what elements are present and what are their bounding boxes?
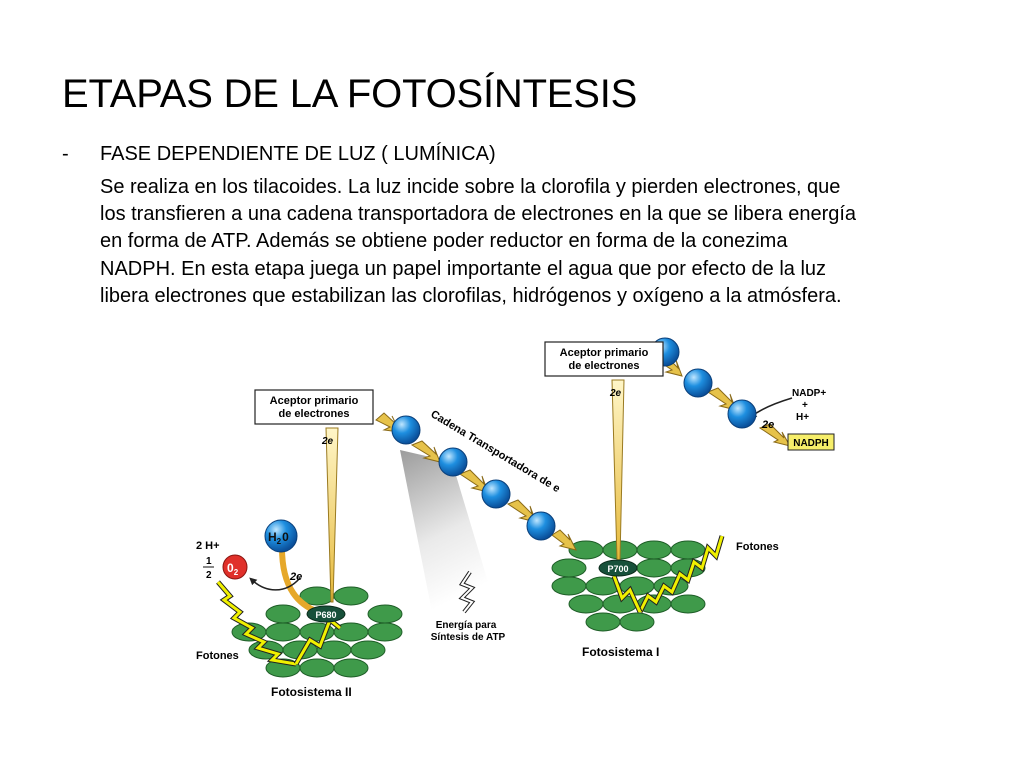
water-sub: 2	[277, 537, 282, 546]
p700-label: P700	[607, 564, 628, 574]
photon-zigzag-right-b-inner	[612, 575, 642, 613]
water-molecule	[264, 519, 298, 553]
acceptor-ii-line2: de electrones	[279, 408, 350, 420]
acceptor-box-i	[544, 341, 664, 377]
photosystem-i-membrane	[551, 540, 706, 632]
two-e-beam-ii: 2e	[321, 436, 334, 447]
slide-subtitle: FASE DEPENDIENTE DE LUZ ( LUMÍNICA)	[100, 143, 496, 165]
energy-cone	[400, 450, 497, 612]
photosystem-ii-membrane	[231, 586, 403, 678]
nadp-arrow	[748, 397, 793, 419]
nadph-box	[787, 433, 835, 451]
photosystem-i-label: Fotosistema I	[582, 645, 659, 659]
p680-label: P680	[315, 610, 336, 620]
two-e-beam-i: 2e	[609, 388, 622, 399]
h-plus-label: H+	[796, 412, 809, 423]
oxygen-label: 02	[227, 561, 239, 577]
p700-center	[598, 559, 638, 577]
acceptor-i-line2: de electrones	[569, 360, 640, 372]
half-denominator: 2	[206, 570, 212, 581]
photosystem-ii-label: Fotosistema II	[271, 685, 352, 699]
nadph-label: NADPH	[793, 438, 829, 449]
photons-left-label: Fotones	[196, 650, 239, 662]
acceptor-ii-line1: Aceptor primario	[270, 395, 359, 407]
water-o: 0	[282, 530, 289, 544]
photons-right-label: Fotones	[736, 541, 779, 553]
photon-zigzag-left-b-inner	[294, 617, 341, 665]
p680-center	[306, 605, 346, 623]
oxygen-molecule	[222, 554, 248, 580]
energy-line1: Energía para	[436, 620, 497, 631]
two-e-water: 2e	[289, 571, 302, 583]
paragraph-line: en forma de ATP. Además se obtiene poder…	[100, 230, 788, 253]
two-h-plus: 2 H+	[196, 540, 220, 552]
slide-title: ETAPAS DE LA FOTOSÍNTESIS	[62, 72, 638, 116]
paragraph-line: los transfieren a una cadena transportad…	[100, 203, 857, 226]
bullet-dash: -	[62, 143, 69, 165]
acceptor-i-line1: Aceptor primario	[560, 347, 649, 359]
energy-line2: Síntesis de ATP	[431, 632, 506, 643]
paragraph-line: libera electrones que estabilizan las cl…	[100, 284, 842, 307]
chain-arrows	[375, 353, 792, 551]
half-numerator: 1	[206, 556, 212, 567]
oxygen-sub: 2	[234, 568, 239, 577]
electron-carriers	[391, 337, 757, 541]
paragraph-line: NADPH. En esta etapa juega un papel impo…	[100, 257, 827, 280]
slide-paragraph: Se realiza en los tilacoides. La luz inc…	[100, 174, 980, 310]
water-label: H20	[268, 530, 289, 546]
energy-lightning-inner	[460, 571, 474, 613]
paragraph-line: Se realiza en los tilacoides. La luz inc…	[100, 176, 841, 198]
acceptor-box-ii	[254, 389, 374, 425]
oxygen-o: 0	[227, 561, 234, 575]
oxygen-release-arrow	[249, 577, 301, 591]
photon-zigzag-left-inner	[216, 581, 297, 666]
water-h: H	[268, 530, 277, 544]
electron-beam-i	[611, 379, 625, 561]
two-e-nadp: 2e	[761, 419, 774, 431]
photon-zigzag-right-inner	[638, 535, 724, 613]
nadp-label: NADP+	[792, 388, 826, 399]
plus-sign: +	[802, 400, 808, 411]
electron-beam-ii	[325, 427, 339, 603]
